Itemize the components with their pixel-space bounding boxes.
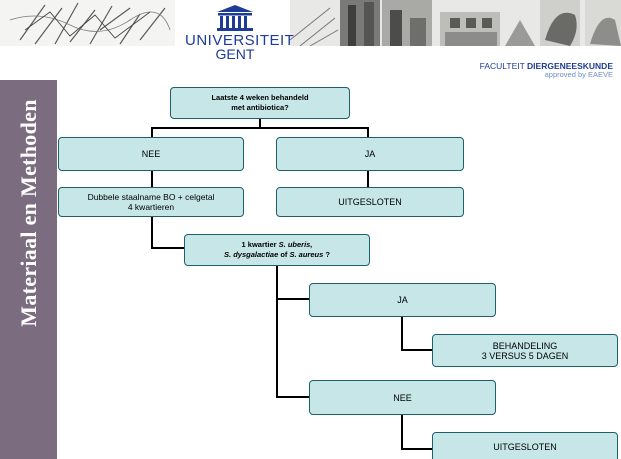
question-pathogen-or: of bbox=[278, 250, 290, 259]
treatment-line1: BEHANDELING bbox=[492, 340, 558, 351]
excluded-label-1: UITGESLOTEN bbox=[338, 197, 402, 207]
connector-q1-branch bbox=[151, 127, 368, 129]
left-sketch-graphic bbox=[0, 0, 175, 46]
nee-box-1: NEE bbox=[58, 137, 244, 171]
faculty-label: FACULTEIT DIERGENEESKUNDE bbox=[480, 61, 613, 71]
excluded-box-1: UITGESLOTEN bbox=[276, 187, 464, 217]
university-name: UNIVERSITEIT bbox=[185, 32, 295, 49]
eaeve-approval: approved by EAEVE bbox=[544, 70, 613, 79]
university-city: GENT bbox=[215, 46, 255, 62]
faculty-prefix: FACULTEIT bbox=[479, 61, 528, 71]
ja-label-2: JA bbox=[397, 295, 408, 305]
sidebar-title: Materiaal en Methoden bbox=[6, 88, 51, 338]
faculty-name: DIERGENEESKUNDE bbox=[527, 61, 613, 71]
connector-nee2-down bbox=[401, 414, 403, 449]
connector-ja2-down bbox=[401, 316, 403, 350]
connector-nee1-sample bbox=[151, 170, 153, 188]
connector-sample-q2 bbox=[151, 247, 185, 249]
nee-box-2: NEE bbox=[309, 380, 496, 415]
connector-to-ja2 bbox=[276, 298, 309, 300]
pathogen-s-dysgalactiae: S. dysgalactiae bbox=[224, 250, 279, 259]
pathogen-s-aureus: S. aureus bbox=[289, 250, 324, 259]
nee-label-2: NEE bbox=[393, 392, 412, 403]
question-antibiotics-line2: met antibiotica? bbox=[231, 103, 289, 112]
sidebar-title-text: Materiaal en Methoden bbox=[15, 99, 41, 327]
header: UNIVERSITEIT GENT FACULTEIT DIERGENEESKU… bbox=[0, 0, 621, 79]
connector-sample-down bbox=[151, 216, 153, 248]
connector-q2-trunk bbox=[276, 265, 278, 397]
question-pathogen-prefix: 1 kwartier bbox=[241, 240, 279, 249]
question-antibiotics-line1: Laatste 4 weken behandeld bbox=[211, 93, 309, 102]
connector-ja2-treatment bbox=[401, 349, 433, 351]
temple-logo-icon bbox=[215, 4, 255, 32]
treatment-line2: 3 VERSUS 5 DAGEN bbox=[481, 350, 569, 361]
ja-box-2: JA bbox=[309, 283, 496, 317]
question-pathogen-mark: ? bbox=[323, 250, 330, 259]
connector-nee2-excluded bbox=[401, 448, 433, 450]
pathogen-s-uberis: S. uberis, bbox=[278, 240, 313, 249]
nee-label-1: NEE bbox=[141, 149, 161, 159]
connector-to-nee1 bbox=[151, 127, 153, 137]
double-sampling-line1: Dubbele staalname BO + celgetal bbox=[87, 192, 215, 202]
connector-q1-down bbox=[259, 118, 261, 128]
right-photo-collage bbox=[290, 0, 621, 46]
ja-box-1: JA bbox=[276, 137, 464, 171]
connector-to-nee2 bbox=[276, 396, 309, 398]
header-photo-band bbox=[0, 0, 621, 46]
connector-to-ja1 bbox=[367, 127, 369, 137]
ja-label-1: JA bbox=[364, 149, 376, 159]
connector-ja1-excluded bbox=[367, 170, 369, 188]
excluded-box-2: UITGESLOTEN bbox=[432, 432, 618, 459]
excluded-label-2: UITGESLOTEN bbox=[493, 442, 557, 452]
sidebar bbox=[0, 80, 57, 459]
double-sampling-line2: 4 kwartieren bbox=[127, 202, 175, 212]
university-logo: UNIVERSITEIT GENT bbox=[185, 4, 295, 70]
question-pathogen-box: 1 kwartier S. uberis,S. dysgalactiae of … bbox=[184, 234, 370, 266]
